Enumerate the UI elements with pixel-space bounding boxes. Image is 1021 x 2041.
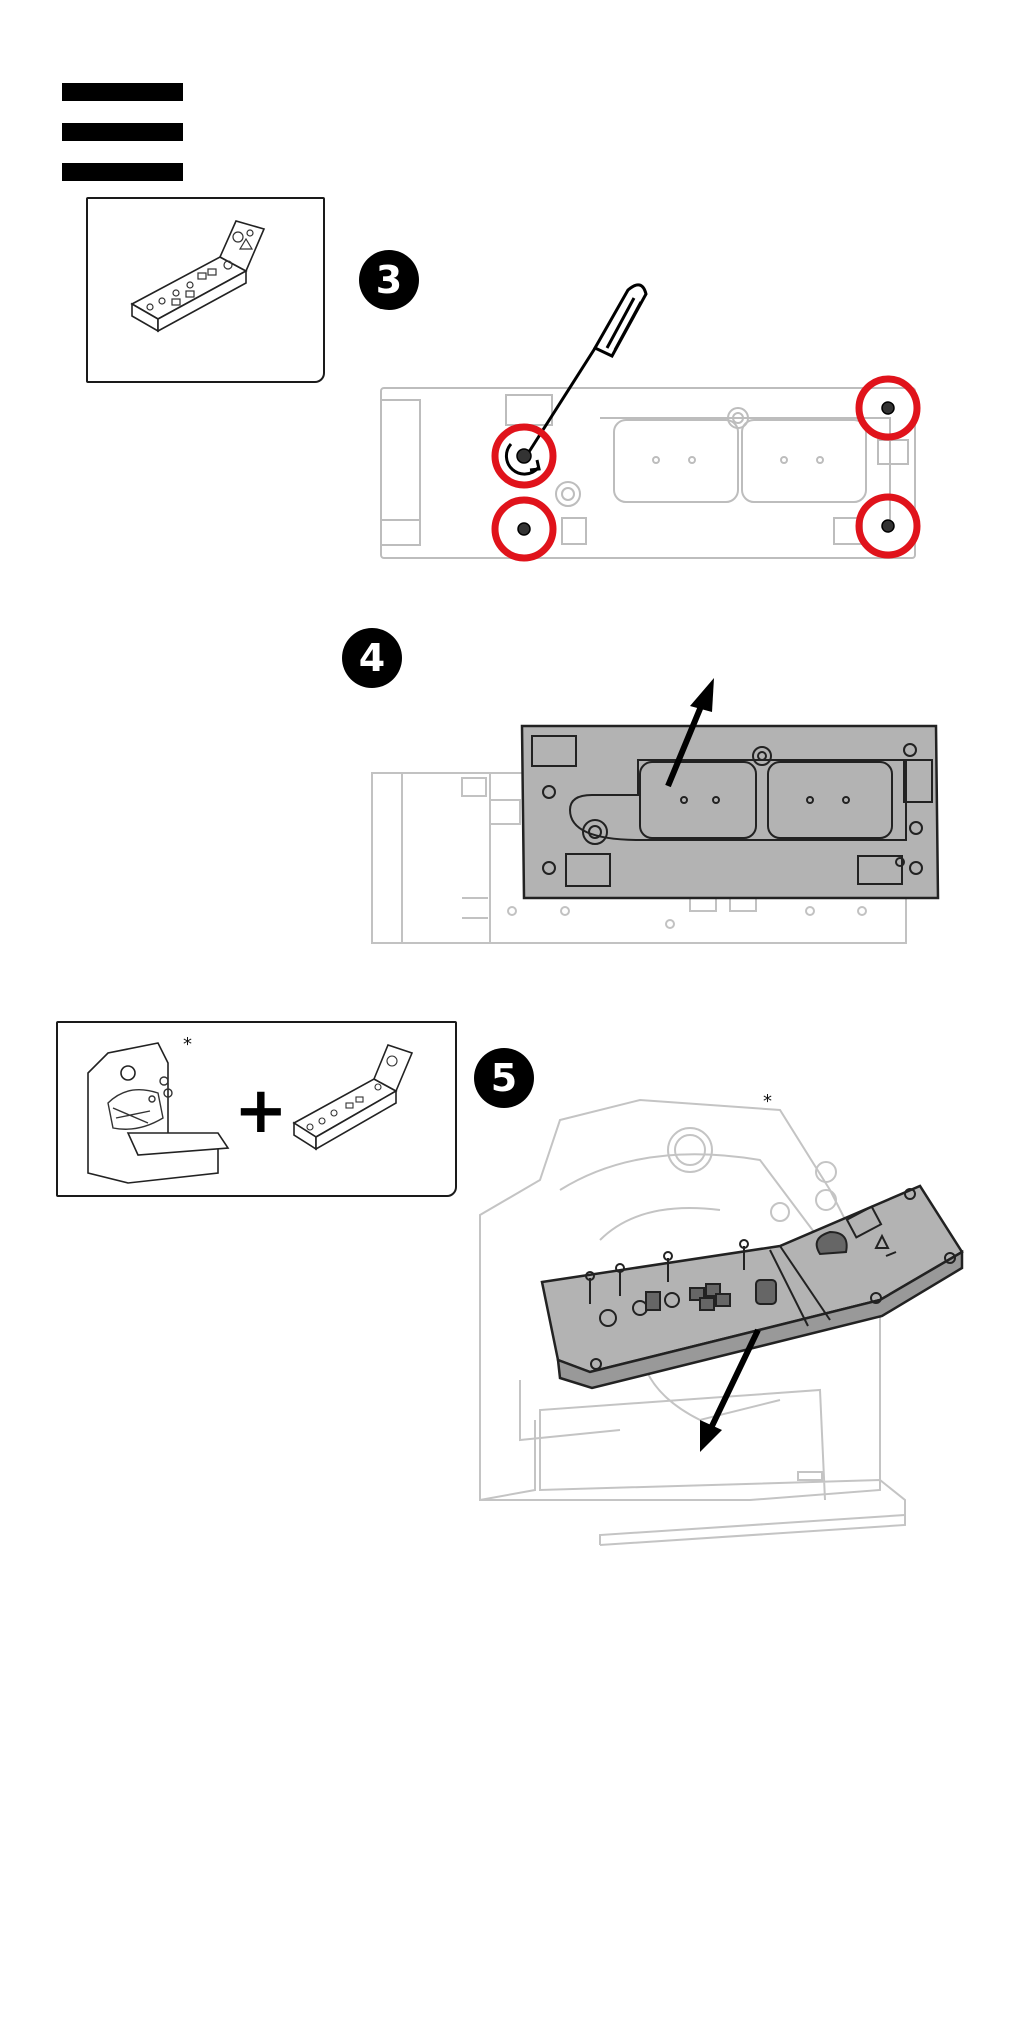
reference-asterisk: *	[183, 1034, 192, 1055]
remove-arrow-icon	[0, 1080, 1021, 1580]
screw-highlight-icon	[0, 0, 1021, 600]
lift-arrow-icon	[0, 640, 1021, 1060]
